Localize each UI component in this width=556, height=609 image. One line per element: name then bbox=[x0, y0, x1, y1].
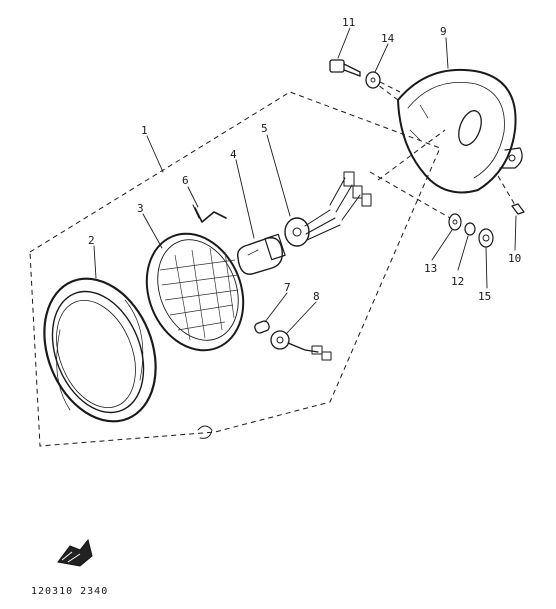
leader-lines bbox=[93, 27, 517, 334]
bulb-socket bbox=[284, 171, 372, 247]
upper-washer bbox=[365, 71, 401, 93]
callout-1: 1 bbox=[141, 124, 148, 137]
callout-12: 12 bbox=[451, 275, 464, 288]
callout-15: 15 bbox=[478, 290, 491, 303]
mounting-bolt bbox=[329, 59, 361, 77]
callout-7: 7 bbox=[284, 281, 291, 294]
assembly-outline-tail bbox=[377, 129, 446, 181]
case-bolt bbox=[497, 175, 525, 215]
callout-6: 6 bbox=[182, 174, 189, 187]
callout-10: 10 bbox=[508, 252, 521, 265]
side-washers bbox=[369, 171, 494, 248]
lens-pattern bbox=[159, 247, 239, 341]
headlight-rim bbox=[43, 277, 157, 423]
callout-labels: 1 2 3 4 5 6 7 8 9 10 11 12 13 14 15 bbox=[88, 16, 521, 303]
position-socket bbox=[270, 330, 332, 361]
figure-code: 120310 2340 bbox=[31, 586, 108, 597]
callout-14: 14 bbox=[381, 32, 395, 45]
assembly-outline bbox=[29, 91, 441, 447]
retaining-clip bbox=[192, 204, 227, 223]
headlight-bulb bbox=[237, 233, 286, 275]
wire-end-mark bbox=[197, 425, 213, 439]
position-bulb bbox=[254, 320, 270, 334]
headlight-lens bbox=[145, 232, 245, 352]
callout-3: 3 bbox=[137, 202, 144, 215]
callout-8: 8 bbox=[313, 290, 320, 303]
callout-9: 9 bbox=[440, 25, 447, 38]
callout-13: 13 bbox=[424, 262, 437, 275]
callout-11: 11 bbox=[342, 16, 355, 29]
headlight-case bbox=[377, 68, 523, 194]
callout-2: 2 bbox=[88, 234, 95, 247]
callout-5: 5 bbox=[261, 122, 268, 135]
front-arrow-icon bbox=[57, 538, 93, 567]
callout-4: 4 bbox=[230, 148, 237, 161]
